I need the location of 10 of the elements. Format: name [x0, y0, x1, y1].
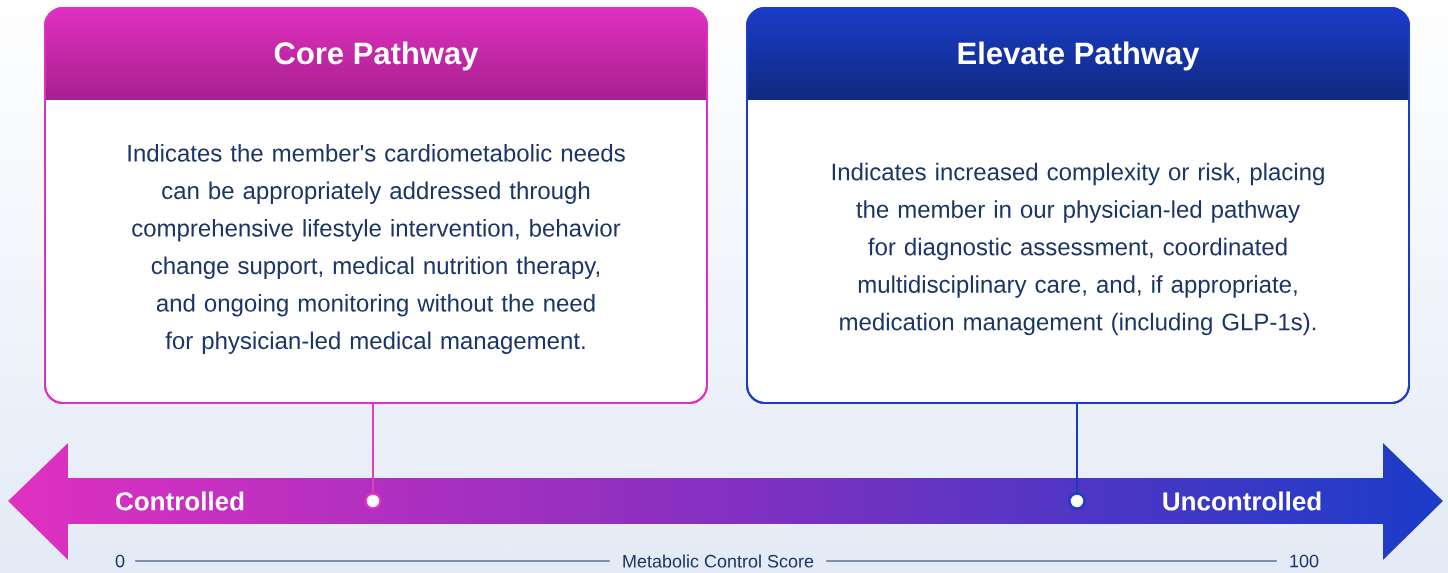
pathway-card: Elevate Pathway Indicates increased complexity or risk, placing the member in our physician-led pathway for diagnostic assessment, coordinated multidisciplinary care, and, if appropriate, medication management (including GLP-1s). — [746, 7, 1410, 404]
label: Metabolic Control Score — [623, 554, 814, 568]
scale-arrow: Controlled Uncontrolled — [116, 491, 1321, 511]
label: 100 — [1290, 554, 1319, 568]
leader-line — [1076, 403, 1078, 494]
marker-dot — [364, 492, 382, 510]
pathway-card: Core Pathway Indicates the member's cardiometabolic needs can be appropriately addressed through comprehensive lifestyle intervention, behavior change support, medical nutrition therapy, and ongoing monitoring without the need for physician-led medical management. — [44, 7, 708, 404]
label: 0 — [115, 554, 125, 568]
leader-line — [372, 403, 374, 494]
marker-dot — [1068, 492, 1086, 510]
